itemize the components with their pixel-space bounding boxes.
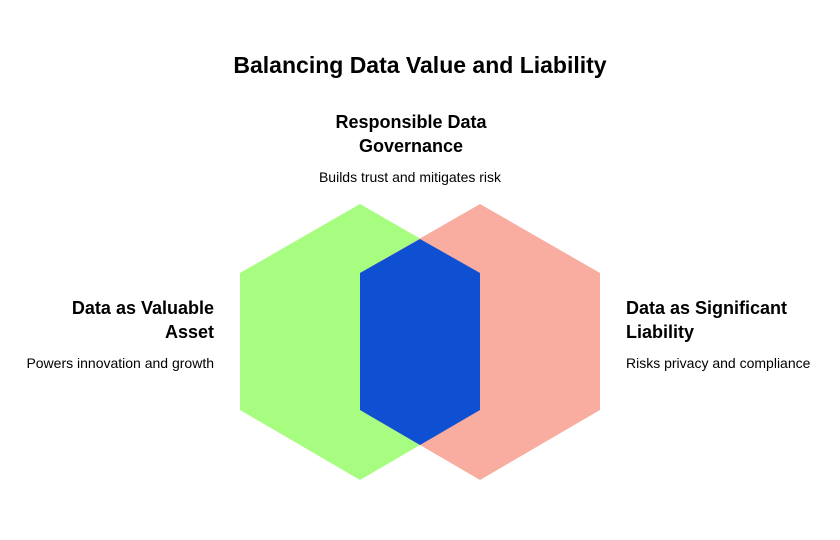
asset-description: Powers innovation and growth [26,355,214,371]
liability-heading: Data as Significant Liability [626,298,788,342]
governance-overlap [360,239,480,445]
asset-heading: Data as Valuable Asset [71,298,214,342]
governance-description: Builds trust and mitigates risk [318,169,502,185]
diagram-title: Balancing Data Value and Liability [233,52,607,78]
liability-description: Risks privacy and compliance [626,355,811,371]
governance-heading: Responsible Data Governance [335,112,487,156]
